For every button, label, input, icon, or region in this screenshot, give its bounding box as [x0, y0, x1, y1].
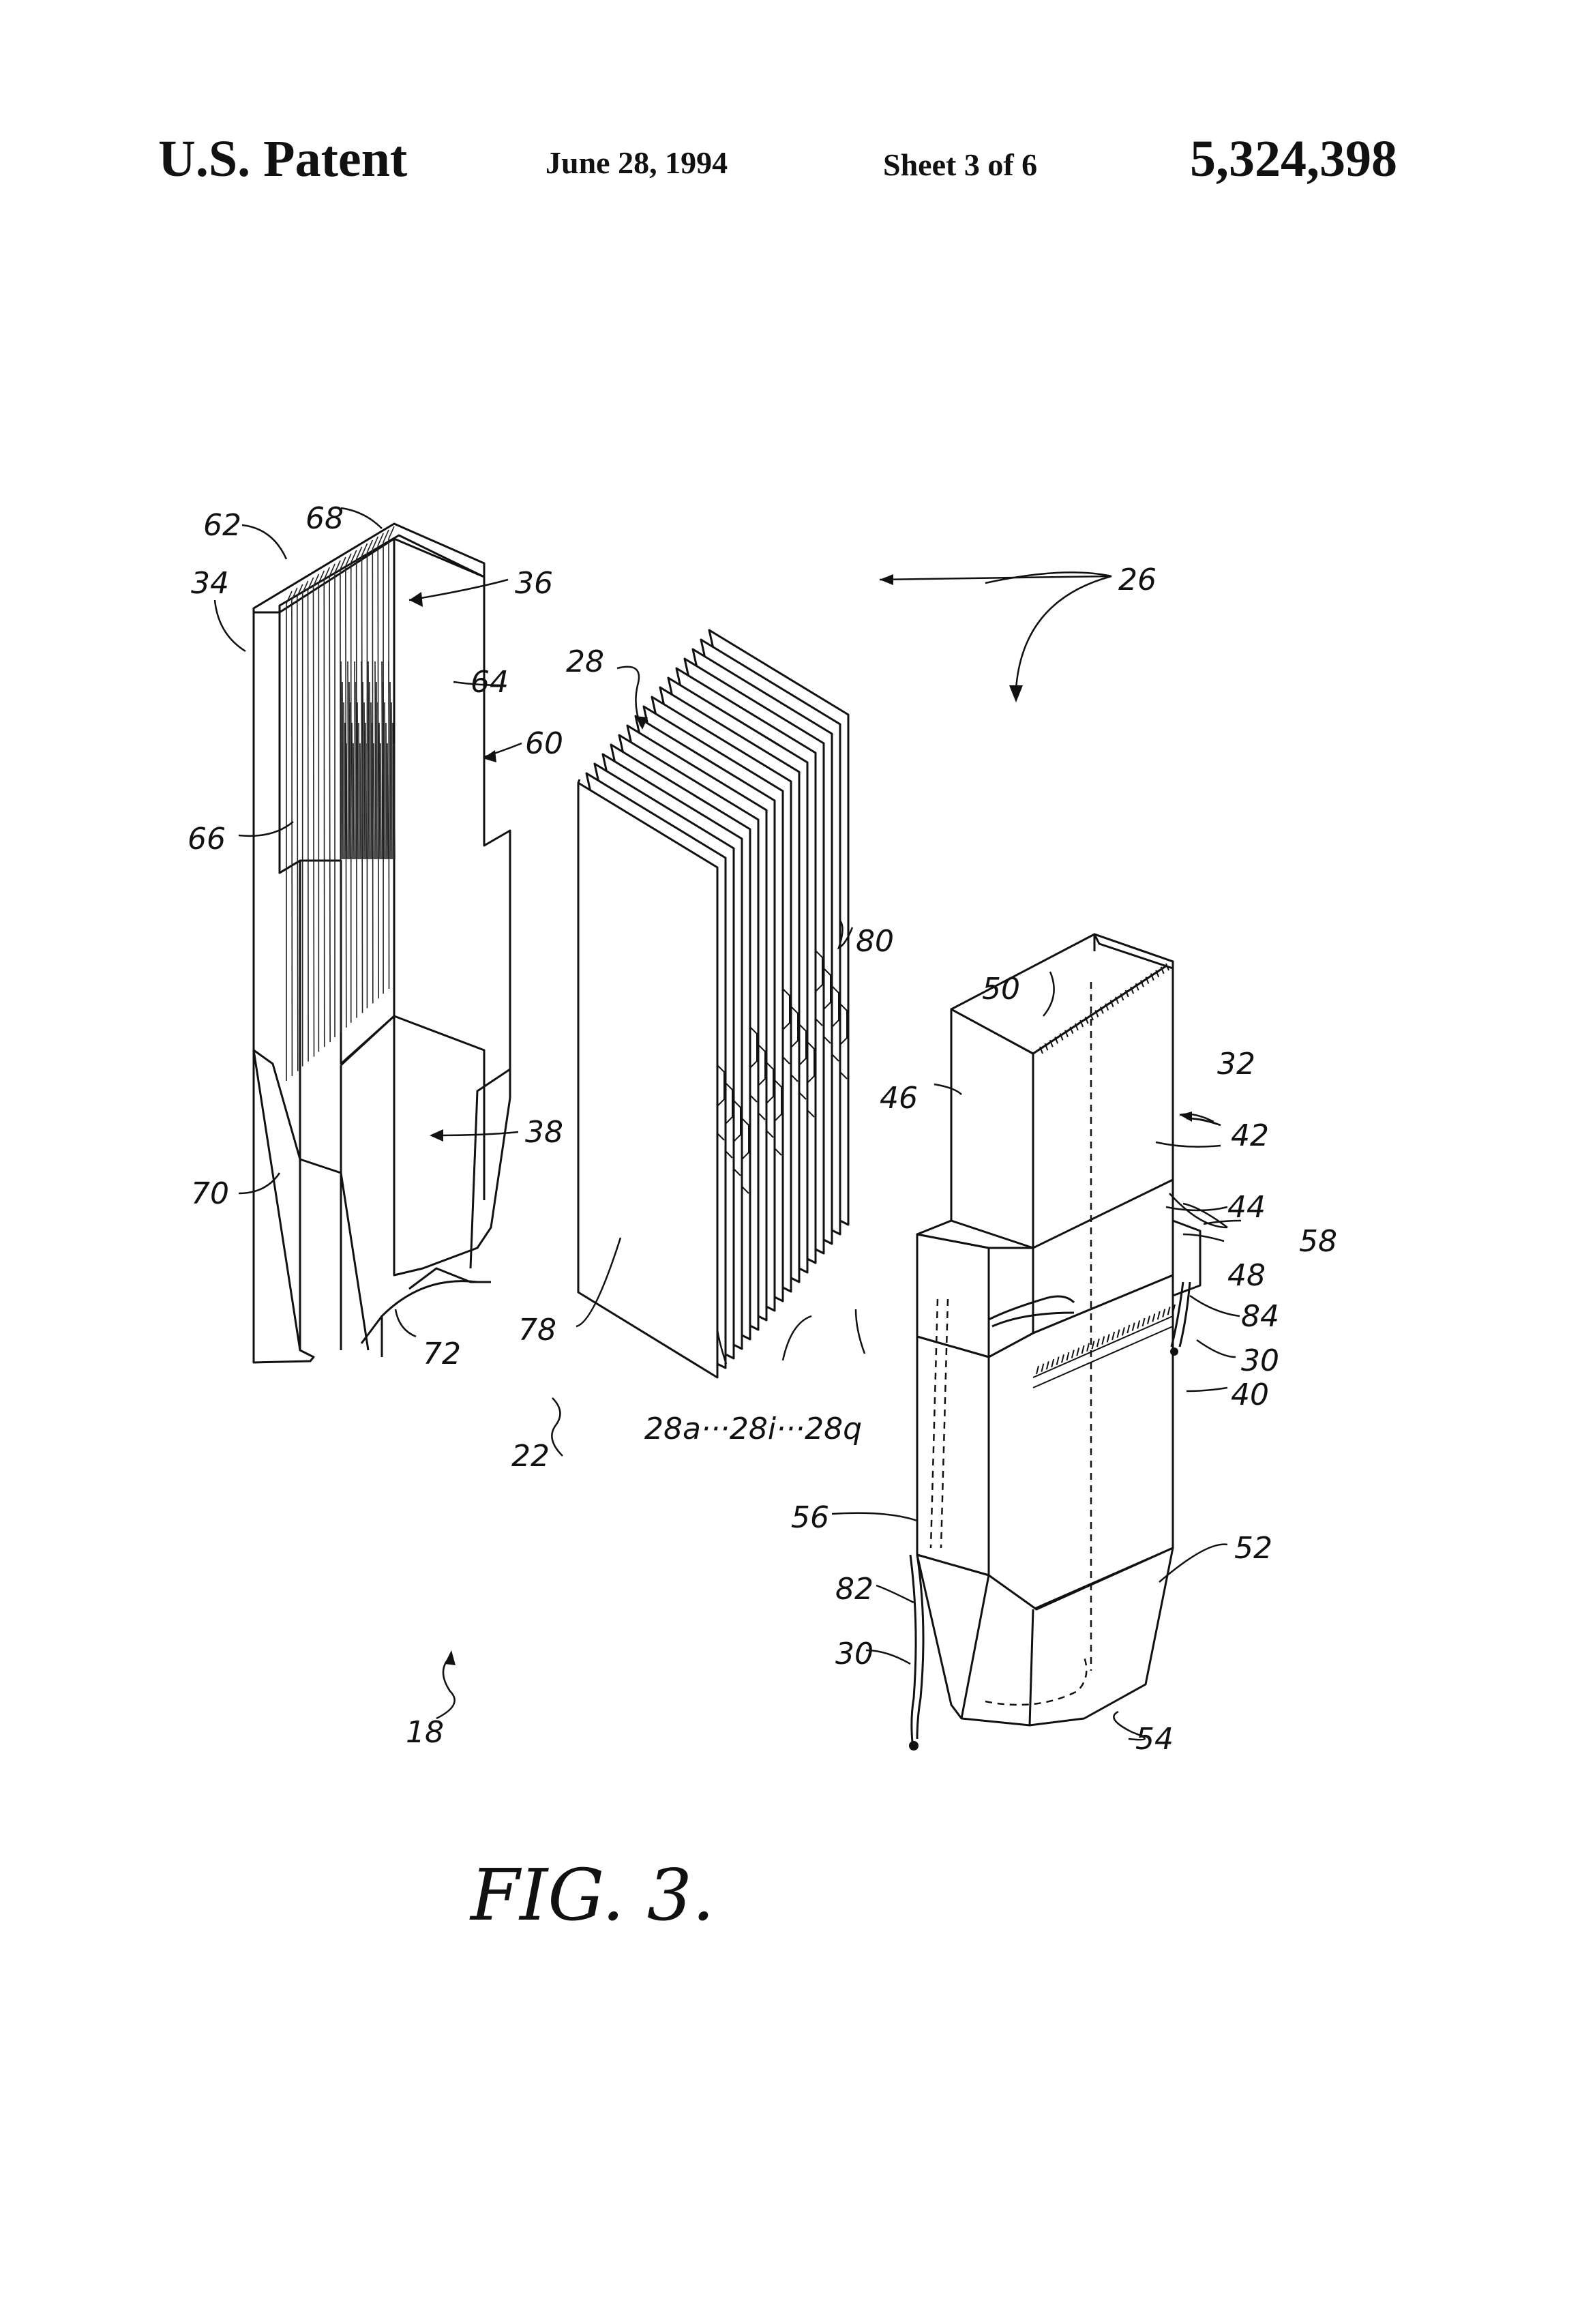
label-36: 36	[515, 566, 553, 601]
label-52: 52	[1234, 1531, 1272, 1566]
label-80: 80	[856, 924, 894, 959]
label-68: 68	[305, 501, 344, 536]
label-30-left: 30	[835, 1637, 874, 1671]
label-38: 38	[525, 1115, 563, 1150]
label-78: 78	[518, 1313, 556, 1347]
label-58: 58	[1299, 1224, 1337, 1259]
label-56: 56	[791, 1500, 829, 1535]
label-34: 34	[191, 566, 229, 601]
label-62: 62	[203, 508, 241, 543]
label-54: 54	[1135, 1722, 1174, 1757]
label-18: 18	[406, 1715, 444, 1750]
plate-stack-28	[578, 630, 848, 1377]
fins-68	[286, 526, 395, 1081]
label-30-right: 30	[1241, 1343, 1279, 1378]
label-84: 84	[1241, 1299, 1279, 1334]
label-22: 22	[511, 1439, 550, 1474]
label-60: 60	[525, 726, 563, 761]
right-housing-32	[909, 934, 1200, 1751]
label-48: 48	[1227, 1258, 1266, 1293]
label-42: 42	[1231, 1118, 1269, 1153]
figure-caption: FIG. 3.	[469, 1853, 715, 1937]
label-40: 40	[1231, 1377, 1269, 1412]
label-50: 50	[982, 972, 1020, 1007]
label-46: 46	[880, 1081, 918, 1116]
label-64: 64	[471, 665, 509, 700]
label-66: 66	[188, 822, 226, 856]
label-26: 26	[1118, 563, 1156, 597]
label-72: 72	[423, 1337, 461, 1371]
label-44: 44	[1227, 1190, 1266, 1225]
label-28a-28i-28q: 28a···28i···28q	[644, 1412, 862, 1446]
label-70: 70	[191, 1176, 229, 1211]
label-82: 82	[835, 1572, 874, 1607]
label-32: 32	[1217, 1047, 1255, 1082]
label-28: 28	[566, 644, 604, 679]
